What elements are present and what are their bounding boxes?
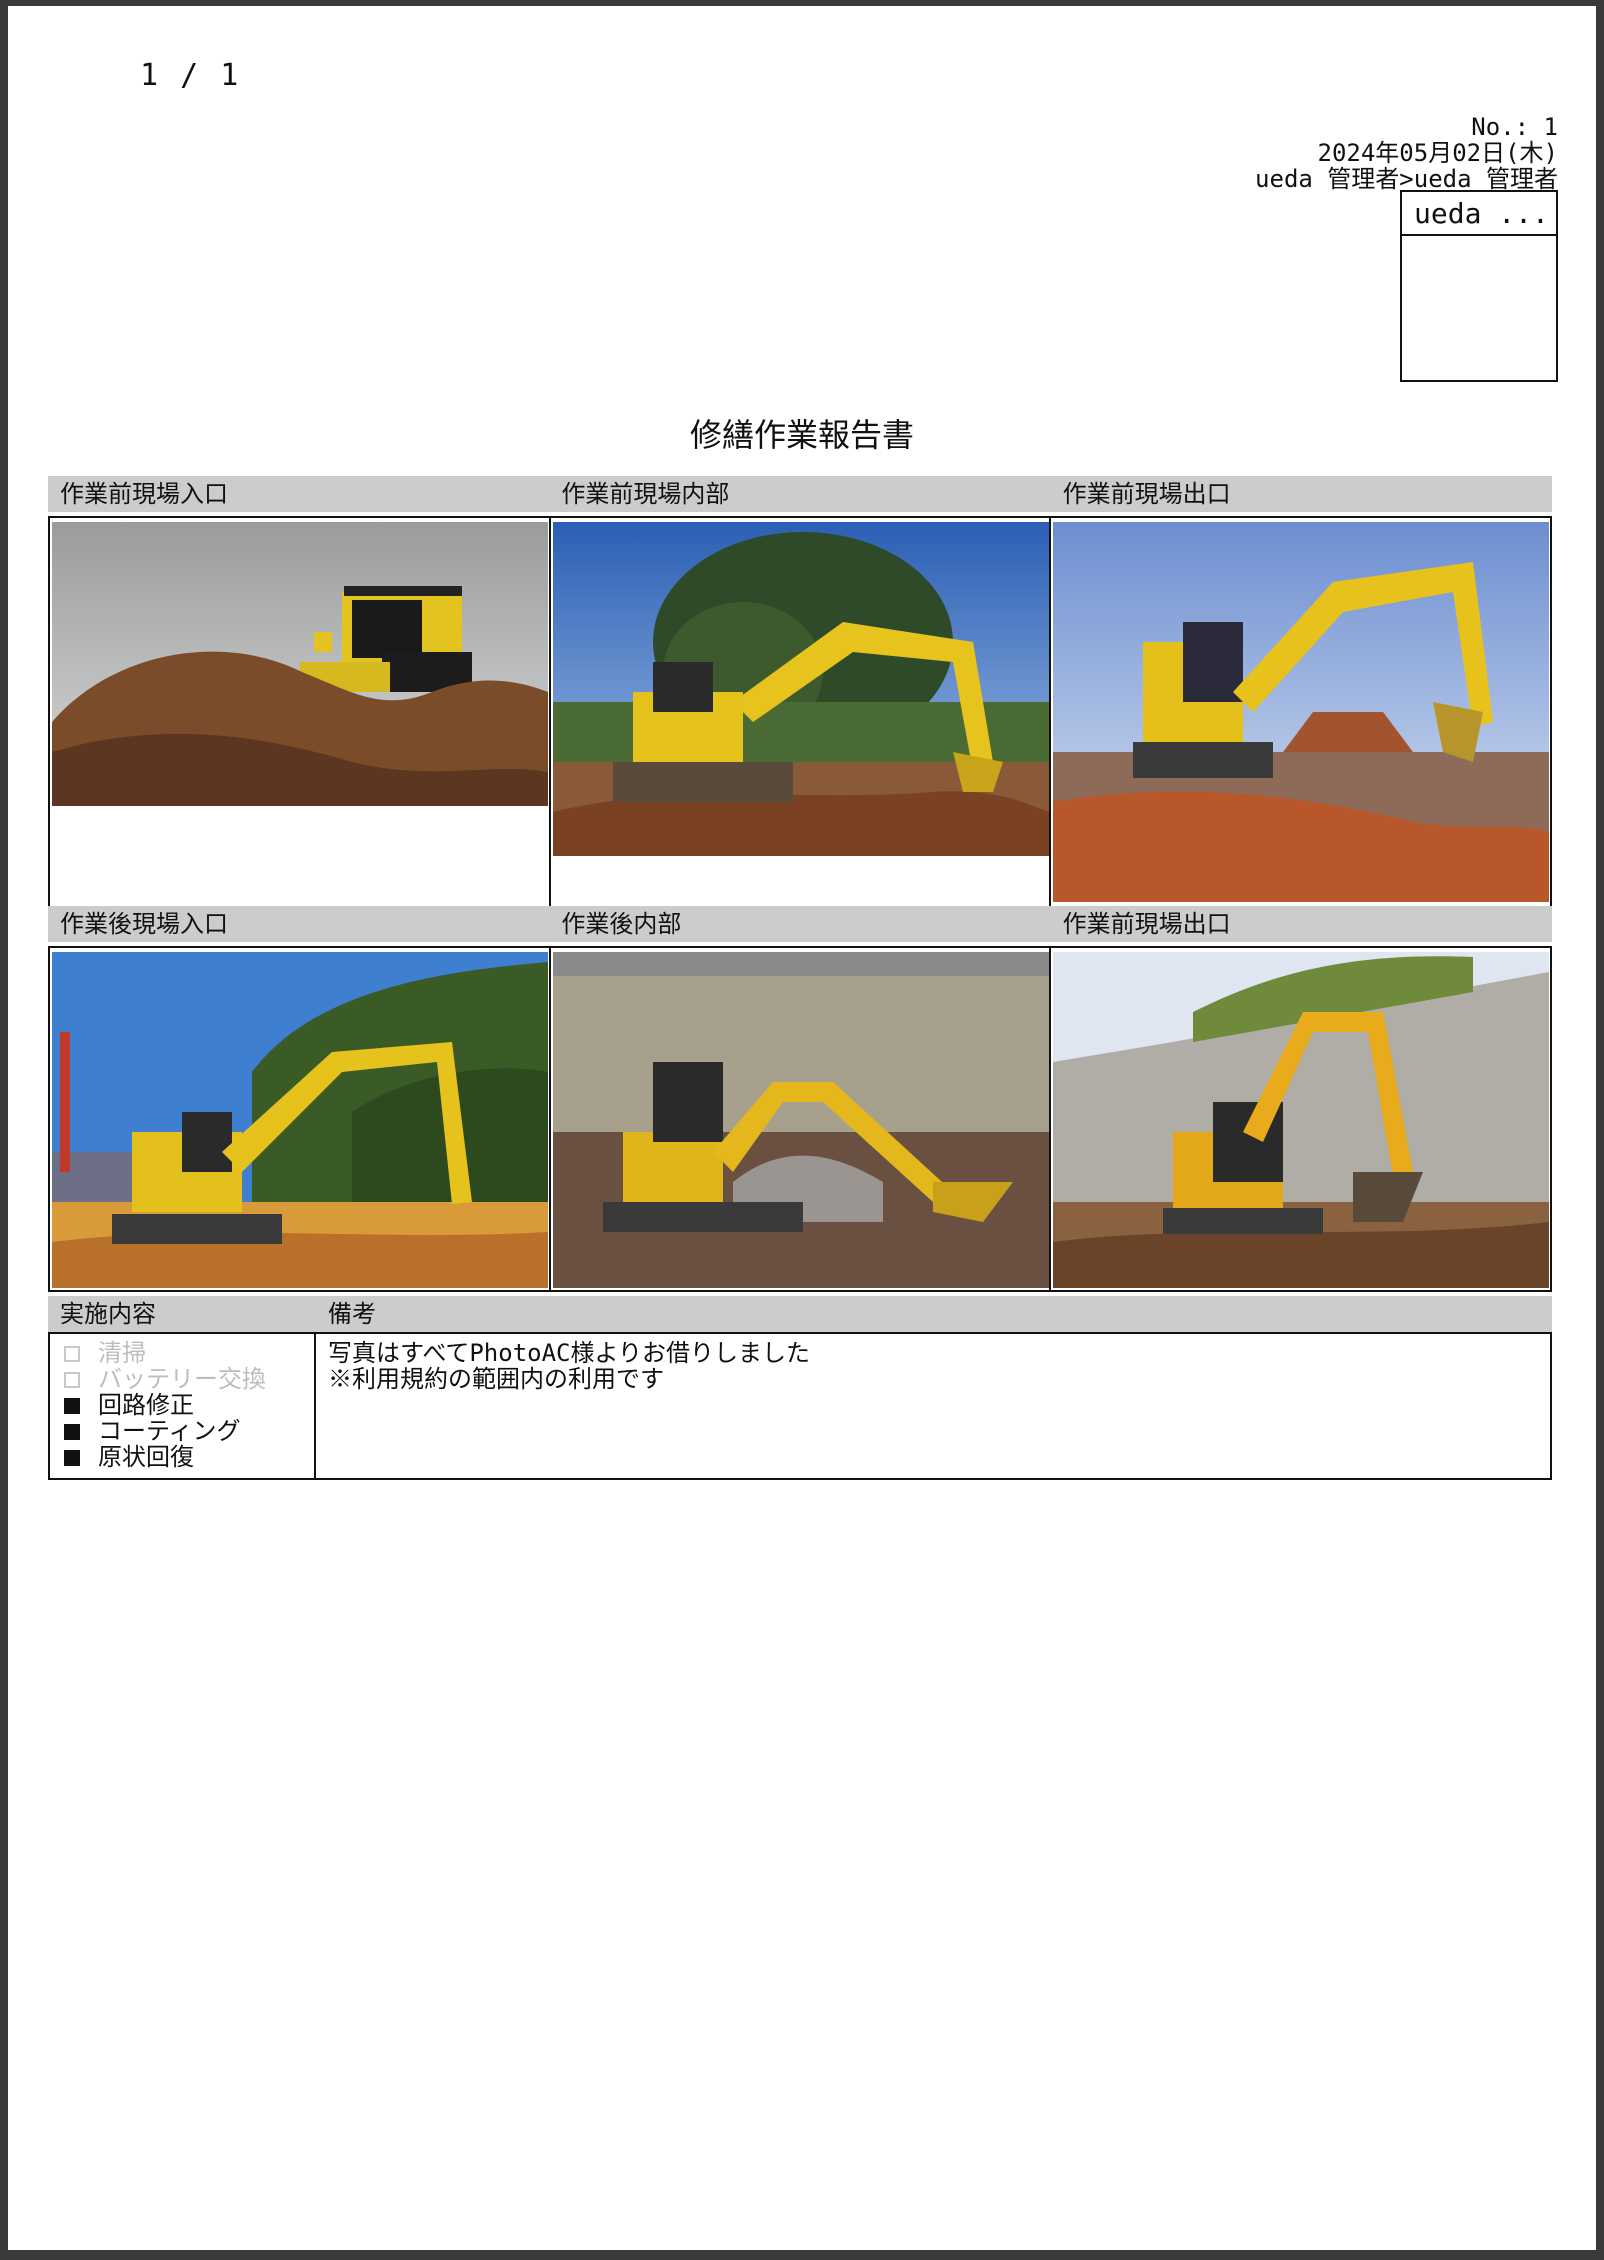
work-item: 回路修正 <box>64 1392 314 1418</box>
photo-cell <box>50 518 551 908</box>
photo-header-row: 作業後現場入口 作業後内部 作業前現場出口 <box>48 906 1552 942</box>
notes-header: 備考 <box>328 1300 376 1328</box>
report-meta: No.: 1 2024年05月02日(木) ueda 管理者>ueda 管理者 <box>1255 114 1558 192</box>
work-item-label: 原状回復 <box>98 1443 194 1471</box>
excavator-photo <box>52 952 548 1288</box>
work-item: バッテリー交換 <box>64 1366 314 1392</box>
page-counter: 1 / 1 <box>140 58 241 93</box>
excavator-photo <box>552 522 1049 856</box>
work-checklist: 清掃 バッテリー交換 回路修正 コーティング 原状回復 <box>50 1334 316 1478</box>
photo-cell <box>1051 948 1551 1290</box>
approval-stamp-box: ueda ... <box>1400 190 1558 382</box>
report-page: 1 / 1 No.: 1 2024年05月02日(木) ueda 管理者>ued… <box>8 6 1596 2250</box>
photo-header: 作業前現場入口 <box>60 480 228 508</box>
report-number: No.: 1 <box>1471 113 1558 141</box>
bulldozer-photo <box>52 522 548 806</box>
photo-row <box>48 516 1552 910</box>
photo-cell <box>550 518 1052 908</box>
checked-box-icon <box>64 1450 80 1466</box>
photo-row <box>48 946 1552 1292</box>
photo-header-row: 作業前現場入口 作業前現場内部 作業前現場出口 <box>48 476 1552 512</box>
excavator-photo <box>1053 952 1550 1288</box>
notes-line: ※利用規約の範囲内の利用です <box>328 1365 664 1393</box>
notes-line: 写真はすべてPhotoAC様よりお借りしました <box>328 1339 811 1367</box>
unchecked-box-icon <box>64 1372 80 1388</box>
page-title: 修繕作業報告書 <box>689 416 914 454</box>
work-item-label: 清掃 <box>98 1339 146 1367</box>
excavator-photo <box>552 952 1049 1288</box>
excavator-photo <box>1053 522 1550 902</box>
photo-header: 作業後現場入口 <box>60 910 228 938</box>
work-item: 清掃 <box>64 1340 314 1366</box>
notes-text: 写真はすべてPhotoAC様よりお借りしました ※利用規約の範囲内の利用です <box>316 1334 1550 1478</box>
photo-header: 作業後内部 <box>561 910 682 938</box>
report-author-path: ueda 管理者>ueda 管理者 <box>1255 165 1558 193</box>
unchecked-box-icon <box>64 1346 80 1362</box>
photo-cell <box>1051 518 1551 908</box>
work-header: 実施内容 <box>60 1300 156 1328</box>
work-item: 原状回復 <box>64 1444 314 1470</box>
work-item-label: コーティング <box>98 1417 241 1445</box>
work-item-label: 回路修正 <box>98 1391 194 1419</box>
photo-header: 作業前現場出口 <box>1062 480 1231 508</box>
details-header-row: 実施内容 備考 <box>48 1296 1552 1332</box>
report-date: 2024年05月02日(木) <box>1317 139 1559 167</box>
work-item-label: バッテリー交換 <box>98 1365 266 1393</box>
photo-cell <box>50 948 551 1290</box>
photo-grid-bottom: 作業後現場入口 作業後内部 作業前現場出口 <box>48 906 1552 1292</box>
photo-cell <box>550 948 1052 1290</box>
checked-box-icon <box>64 1424 80 1440</box>
photo-header: 作業前現場内部 <box>561 480 730 508</box>
stamp-name: ueda ... <box>1402 192 1556 236</box>
checked-box-icon <box>64 1398 80 1414</box>
work-item: コーティング <box>64 1418 314 1444</box>
photo-grid-top: 作業前現場入口 作業前現場内部 作業前現場出口 <box>48 476 1552 910</box>
photo-header: 作業前現場出口 <box>1062 910 1231 938</box>
details-body: 清掃 バッテリー交換 回路修正 コーティング 原状回復 写真はすべてPhotoA… <box>48 1332 1552 1480</box>
